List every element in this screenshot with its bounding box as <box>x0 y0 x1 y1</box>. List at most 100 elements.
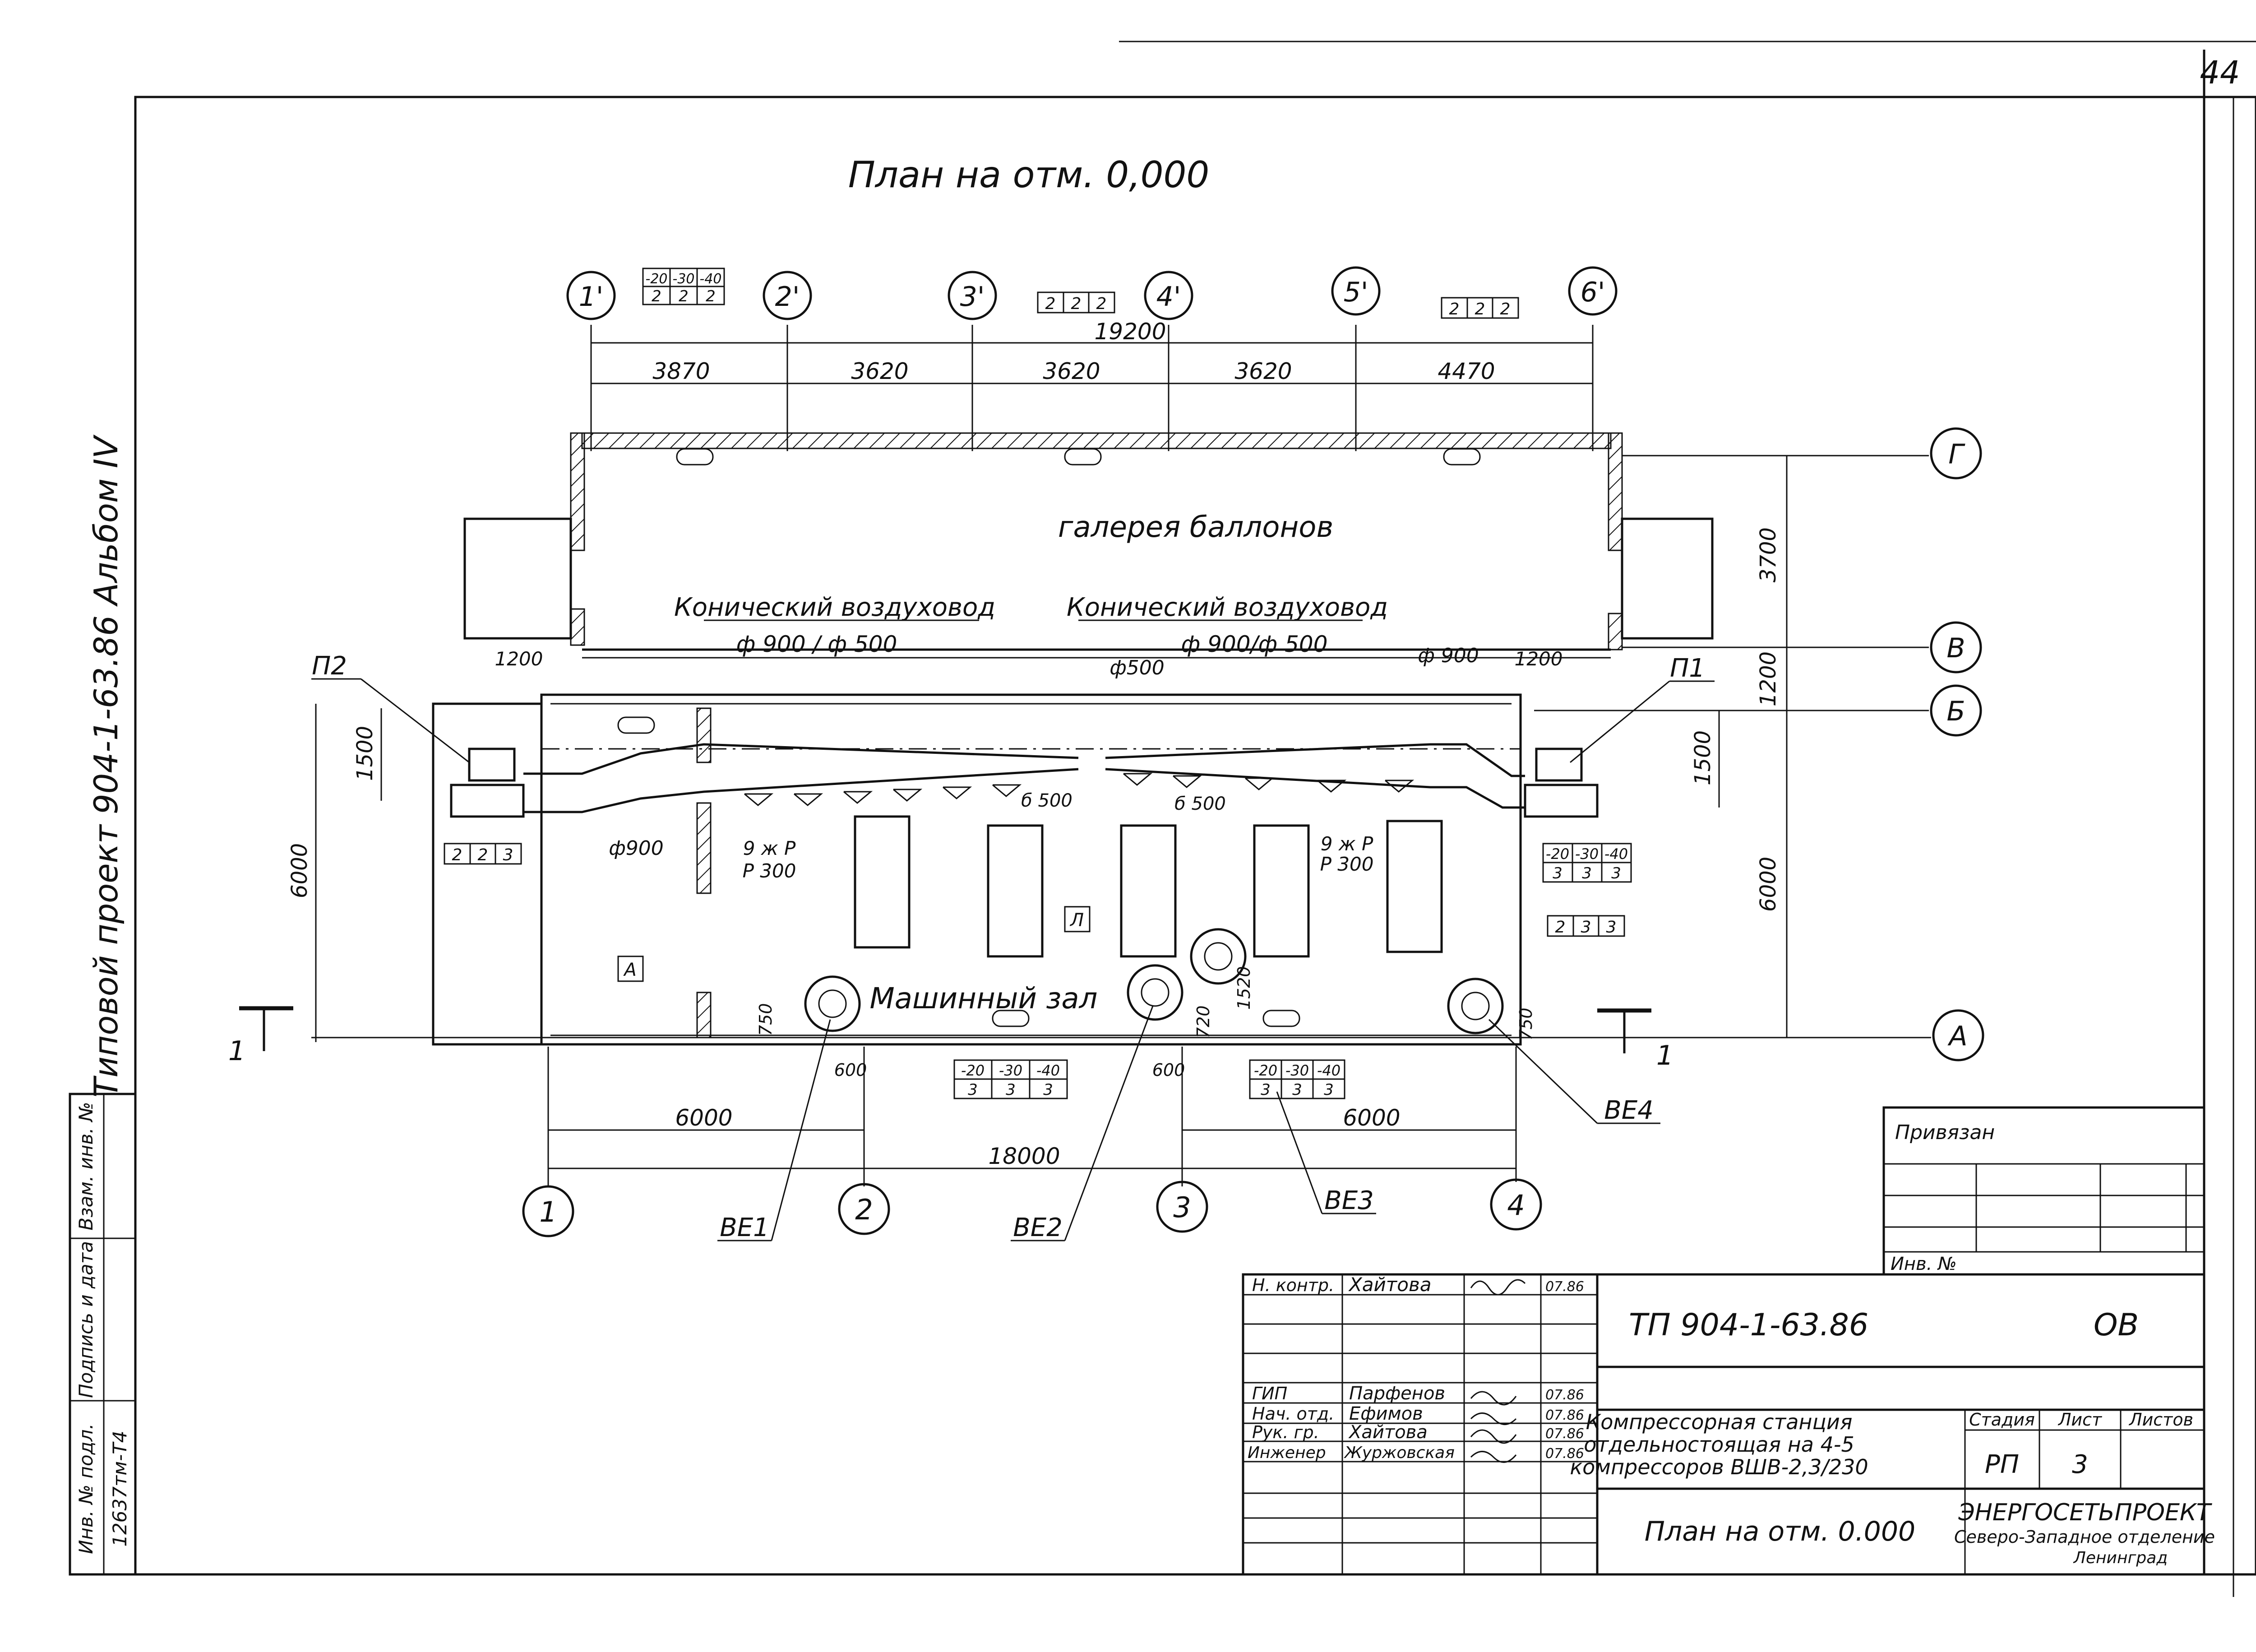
staff-name: Ефимов <box>1349 1403 1423 1424</box>
org-name: ЭНЕРГОСЕТЬПРОЕКТ <box>1958 1499 2212 1526</box>
code-cell: 2 <box>1071 295 1082 313</box>
duct-label: Конический воздуховод <box>1067 593 1388 622</box>
dim-720: 720 <box>1193 1006 1213 1038</box>
code-cell: 2 <box>1475 300 1485 318</box>
sheets-header: Листов <box>2128 1410 2193 1430</box>
staff-name: Хайтова <box>1348 1422 1428 1443</box>
signatures <box>1470 1279 1526 1463</box>
side-stamp-text: 12637тм-Т4 <box>109 1431 131 1546</box>
sheet-value: 3 <box>2072 1450 2088 1479</box>
code-cell: 3 <box>1324 1081 1334 1099</box>
dim-750: 750 <box>1516 1008 1536 1041</box>
org-name: Ленинград <box>2073 1549 2168 1567</box>
grille-size: б 500 <box>1021 790 1073 811</box>
axes-bottom: 1 2 3 4 <box>522 1047 1542 1237</box>
axes-right: Г В Б А <box>311 427 1984 1061</box>
fan-label: ВЕ2 <box>1013 1213 1062 1242</box>
dim-top-span: 3620 <box>1234 358 1292 384</box>
staff-date: 07.86 <box>1545 1279 1584 1295</box>
dim-1520: 1520 <box>1234 966 1254 1010</box>
side-stamp-text: Подпись и дата <box>75 1241 97 1398</box>
phi500-label: ф500 <box>1110 656 1165 679</box>
dim-top-span: 3620 <box>851 358 908 384</box>
code-cell: 2 <box>1500 300 1511 318</box>
code-cell: -40 <box>1317 1062 1341 1079</box>
dim-600: 600 <box>834 1060 867 1080</box>
code-cell: 2 <box>652 287 661 305</box>
building-plan <box>432 432 1714 1046</box>
axis-label: 1 <box>539 1195 557 1228</box>
grille-type: Р 300 <box>1320 853 1374 875</box>
staff-date: 07.86 <box>1545 1407 1584 1423</box>
code-cell: 3 <box>1006 1081 1016 1099</box>
code-cell: 2 <box>679 287 689 305</box>
code-cell: 2 <box>706 287 716 305</box>
dim-1200-left: 1200 <box>495 648 543 670</box>
code-cell: 2 <box>1045 295 1056 313</box>
code-cell: -30 <box>999 1062 1022 1079</box>
dim-left-small: 1500 <box>352 726 378 781</box>
sheet-name: План на отм. 0.000 <box>1645 1516 1915 1547</box>
code-cell: 2 <box>1449 300 1460 318</box>
axis-label: 2 <box>855 1193 873 1226</box>
dim-1200-right: 1200 <box>1515 648 1563 670</box>
section-label: 1 <box>228 1035 245 1067</box>
room-mark: Л <box>1069 910 1084 931</box>
duct-label: Конический воздуховод <box>674 593 995 622</box>
staff-role: Н. контр. <box>1252 1275 1334 1295</box>
staff-date: 07.86 <box>1545 1387 1584 1403</box>
code-cell: 3 <box>1581 918 1591 937</box>
staff-name: Хайтова <box>1348 1274 1431 1296</box>
duct-diameter: ф 900 / ф 500 <box>736 631 897 657</box>
axis-label: 4 <box>1507 1189 1525 1222</box>
project-name: отдельностоящая на 4-5 <box>1584 1432 1854 1457</box>
fan-label: ВЕ4 <box>1604 1096 1653 1125</box>
code-cell: -40 <box>1604 845 1628 863</box>
dimension-lines <box>315 342 1788 1169</box>
gallery-label: галерея баллонов <box>1058 511 1333 544</box>
axis-label: А <box>1947 1020 1967 1052</box>
axis-label: Б <box>1946 696 1965 727</box>
staff-name: Парфенов <box>1349 1383 1445 1404</box>
project-name: Компрессорная станция <box>1586 1410 1853 1434</box>
code-cell: 3 <box>1553 864 1563 882</box>
code-cell: -40 <box>700 271 722 287</box>
dim-right: 1200 <box>1756 651 1781 706</box>
dim-top-span: 3620 <box>1043 358 1100 384</box>
dim-750: 750 <box>756 1003 776 1036</box>
axis-label: В <box>1946 632 1965 664</box>
duct-diameter: ф 900/ф 500 <box>1181 631 1328 657</box>
axis-label: 1' <box>579 281 604 313</box>
air-ducts <box>450 743 1599 818</box>
dim-top-total: 19200 <box>1094 318 1166 345</box>
code-cell: 3 <box>1292 1081 1302 1099</box>
org-name: Северо-Западное отделение <box>1954 1527 2215 1547</box>
code-cell: 3 <box>503 846 513 864</box>
code-cell: 3 <box>1606 918 1617 937</box>
axis-label: 3 <box>1173 1191 1191 1224</box>
code-cell: 2 <box>452 846 462 864</box>
dim-600: 600 <box>1152 1060 1185 1080</box>
axis-label: 2' <box>775 281 800 313</box>
dim-bottom-left: 6000 <box>675 1105 732 1131</box>
code-cell: 3 <box>1043 1081 1053 1099</box>
phi900-label: ф900 <box>609 837 664 860</box>
side-stamp-text: Взам. инв. № <box>75 1102 97 1230</box>
sheet-number: 44 <box>2200 54 2240 91</box>
axes-primed: 1' 2' 3' 4' 5' 6' <box>566 266 1618 451</box>
staff-date: 07.86 <box>1545 1426 1584 1442</box>
dim-bottom-total: 18000 <box>988 1143 1060 1169</box>
code-cell: 3 <box>1582 864 1592 882</box>
section-label: 1 <box>1656 1040 1674 1071</box>
machine-hall-label: Машинный зал <box>870 982 1098 1015</box>
title-mark: ОВ <box>2094 1307 2139 1343</box>
sheet-header: Лист <box>2057 1410 2103 1430</box>
stage-header: Стадия <box>1969 1410 2035 1430</box>
binding-inv: Инв. № <box>1891 1254 1957 1274</box>
unit-label: П1 <box>1670 654 1705 683</box>
side-stamp <box>69 1093 137 1576</box>
axis-label: 4' <box>1156 281 1181 313</box>
axis-label: 5' <box>1344 277 1368 308</box>
stage-value: РП <box>1985 1450 2019 1479</box>
sheet-frame: 44 <box>134 41 2256 1597</box>
